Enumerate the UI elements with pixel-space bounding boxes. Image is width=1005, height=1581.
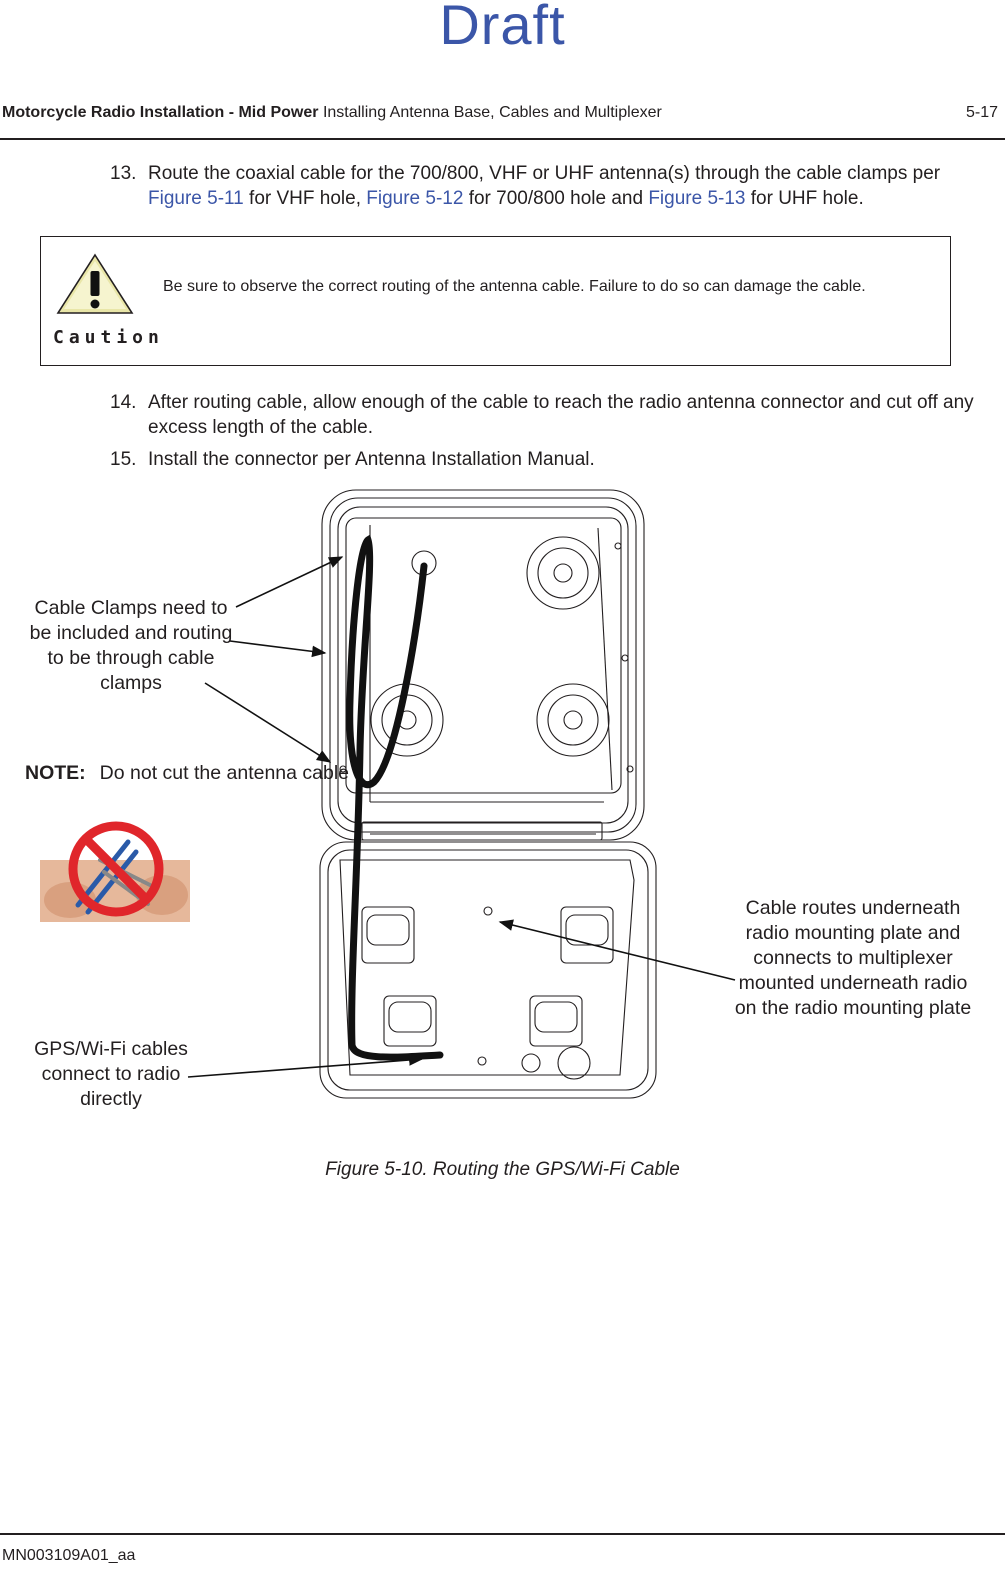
caution-triangle-icon	[56, 253, 134, 314]
step-text-part: for 700/800 hole and	[463, 188, 649, 209]
callout-arrows	[187, 556, 736, 1078]
step-number: 14.	[110, 392, 137, 413]
footer-rule	[0, 1533, 1005, 1535]
callout-gps-wifi: GPS/Wi-Fi cables connect to radio direct…	[34, 1038, 188, 1110]
header-rule	[0, 138, 1005, 140]
caution-box: Caution Be sure to observe the correct r…	[40, 236, 951, 366]
step-14: 14. After routing cable, allow enough of…	[110, 390, 985, 440]
step-text: Route the coaxial cable for the 700/800,…	[148, 161, 985, 211]
step-text-part: Route the coaxial cable for the 700/800,…	[148, 163, 941, 184]
section-title: Installing Antenna Base, Cables and Mult…	[322, 104, 662, 121]
figure-link-5-11[interactable]: Figure 5-11	[148, 188, 244, 209]
caution-text: Be sure to observe the correct routing o…	[163, 278, 866, 295]
note-text: Do not cut the antenna cable	[99, 762, 350, 784]
figure-link-5-13[interactable]: Figure 5-13	[648, 188, 746, 209]
callout-cable-clamps: Cable Clamps need to be included and rou…	[29, 597, 233, 694]
figure-caption: Figure 5-10. Routing the GPS/Wi-Fi Cable	[325, 1159, 680, 1180]
step-text-part: for UHF hole.	[745, 188, 864, 209]
no-cut-note: NOTE: Do not cut the antenna cable	[25, 760, 349, 786]
step-13: 13. Route the coaxial cable for the 700/…	[110, 161, 985, 211]
callout-cable-routes: Cable routes underneath radio mounting p…	[734, 897, 972, 1019]
enclosure-outline	[319, 489, 657, 1099]
step-number: 13.	[110, 163, 137, 184]
antenna-cable-drawing	[346, 534, 444, 1061]
chapter-title: Motorcycle Radio Installation - Mid Powe…	[2, 104, 319, 121]
page-number: 5-17	[965, 104, 998, 121]
saddlebag-diagram	[40, 489, 736, 1099]
note-label: NOTE:	[25, 762, 86, 784]
step-number: 15.	[110, 449, 137, 470]
step-text: After routing cable, allow enough of the…	[148, 392, 974, 438]
step-text-part: for VHF hole,	[243, 188, 367, 209]
figure-link-5-12[interactable]: Figure 5-12	[366, 188, 464, 209]
caution-label: Caution	[53, 327, 164, 348]
page-header: Motorcycle Radio Installation - Mid Powe…	[2, 104, 998, 122]
document-number: MN003109A01_aa	[2, 1547, 136, 1564]
step-15: 15. Install the connector per Antenna In…	[110, 447, 985, 472]
draft-watermark: Draft	[439, 0, 566, 56]
step-text: Install the connector per Antenna Instal…	[148, 449, 595, 470]
no-cut-illustration	[40, 821, 190, 922]
